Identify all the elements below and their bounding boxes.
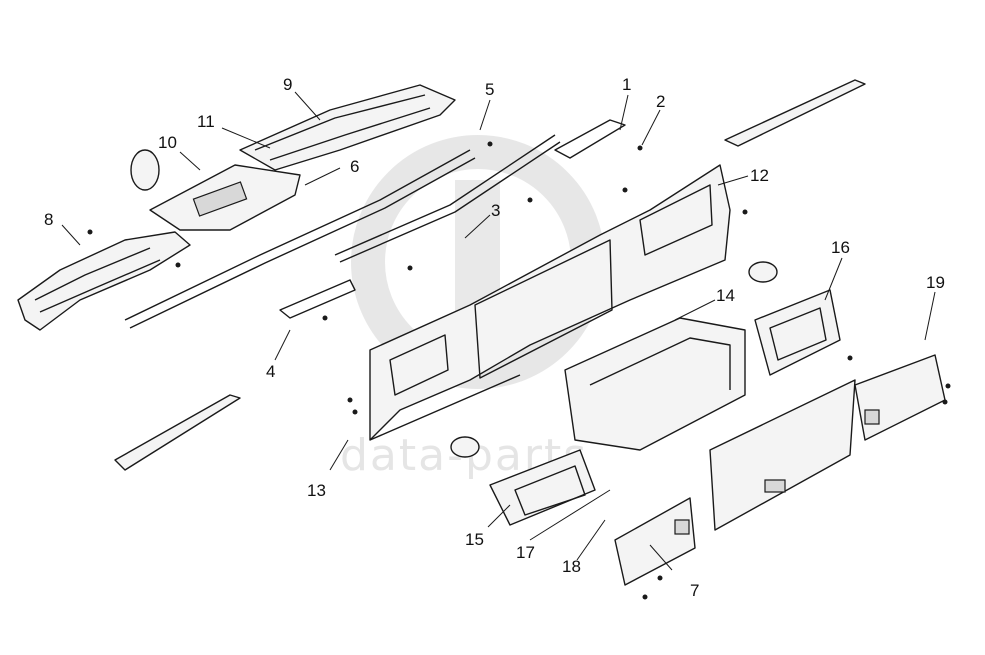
upper-frame xyxy=(754,289,841,376)
callout-4: 4 xyxy=(266,362,275,381)
callout-16: 16 xyxy=(831,238,850,257)
callout-9: 9 xyxy=(283,75,292,94)
upper-trim-panel xyxy=(239,84,456,171)
callout-3: 3 xyxy=(491,201,500,220)
callout-12: 12 xyxy=(750,166,769,185)
main-dash-panel xyxy=(369,164,731,441)
glovebox-cover xyxy=(614,497,696,586)
hinged-lid xyxy=(709,379,856,531)
callout-8: 8 xyxy=(44,210,53,229)
callout-14: 14 xyxy=(716,286,735,305)
callout-5: 5 xyxy=(485,80,494,99)
callout-10: 10 xyxy=(158,133,177,152)
left-trim-panel xyxy=(17,231,191,331)
fasteners xyxy=(87,141,951,600)
callout-6: 6 xyxy=(350,157,359,176)
lower-left-strip xyxy=(114,394,241,471)
callout-1: 1 xyxy=(622,75,631,94)
cross-member-rail xyxy=(124,134,561,329)
callout-labels: 1 2 3 4 5 6 7 8 9 10 11 12 13 14 15 16 1… xyxy=(44,75,945,600)
speaker-right xyxy=(748,261,778,283)
leader-lines xyxy=(61,91,936,571)
callout-13: 13 xyxy=(307,481,326,500)
callout-2: 2 xyxy=(656,92,665,111)
storage-bin xyxy=(564,317,746,451)
callout-18: 18 xyxy=(562,557,581,576)
mount-bracket-left xyxy=(279,279,356,319)
speaker-left xyxy=(130,149,160,191)
top-right-strip xyxy=(724,79,866,147)
center-tray xyxy=(149,164,301,231)
small-cover xyxy=(854,354,946,441)
mount-bracket-right xyxy=(554,119,626,159)
callout-11: 11 xyxy=(197,112,215,131)
callout-7: 7 xyxy=(690,581,699,600)
callout-17: 17 xyxy=(516,543,535,562)
speaker-center xyxy=(450,436,480,458)
callout-19: 19 xyxy=(926,273,945,292)
callout-15: 15 xyxy=(465,530,484,549)
